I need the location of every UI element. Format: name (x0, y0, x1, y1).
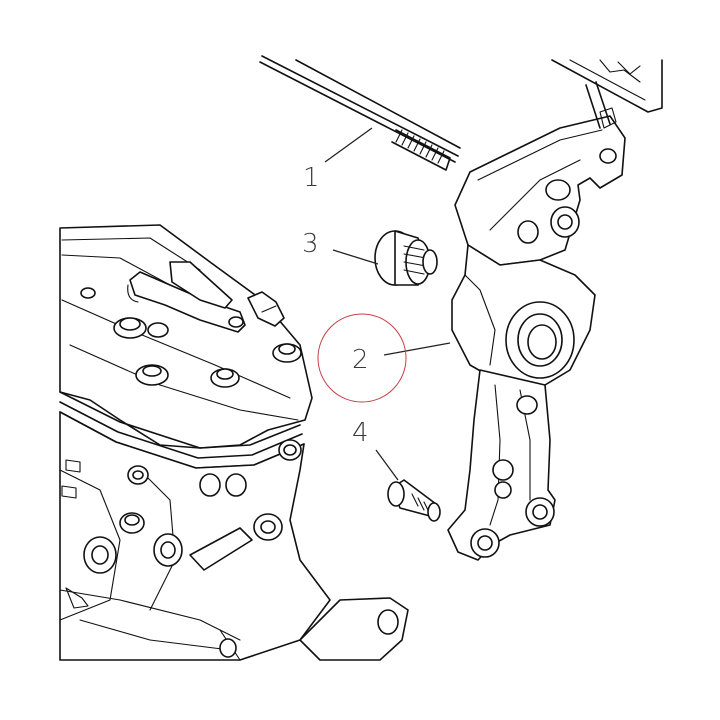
frame-section (551, 59, 663, 113)
cover-bolt (210, 368, 240, 388)
part-4-bolt (387, 479, 441, 522)
cover-bolt (272, 343, 302, 363)
part-2-mount-bracket (447, 81, 626, 561)
cover-bolt (113, 317, 147, 339)
callout-label-3: 3 (302, 229, 319, 259)
callout-2-highlight-circle (317, 313, 407, 403)
part-3-threaded-plug (374, 230, 438, 286)
block-bolt (278, 439, 302, 461)
block-bolt (199, 473, 247, 497)
block-bolt (127, 465, 149, 485)
leader-lines (324, 127, 451, 481)
callout-label-1: 1 (303, 163, 320, 193)
callout-label-4: 4 (352, 418, 369, 448)
cover-bolt (135, 364, 169, 386)
block-bolt (119, 512, 145, 534)
cover-bolt (147, 322, 169, 338)
engine-block (59, 224, 409, 661)
callout-label-2: 2 (352, 345, 369, 375)
rod-threads (395, 129, 445, 164)
part-1-threaded-rod (259, 55, 461, 171)
cover-bolt (80, 287, 244, 328)
